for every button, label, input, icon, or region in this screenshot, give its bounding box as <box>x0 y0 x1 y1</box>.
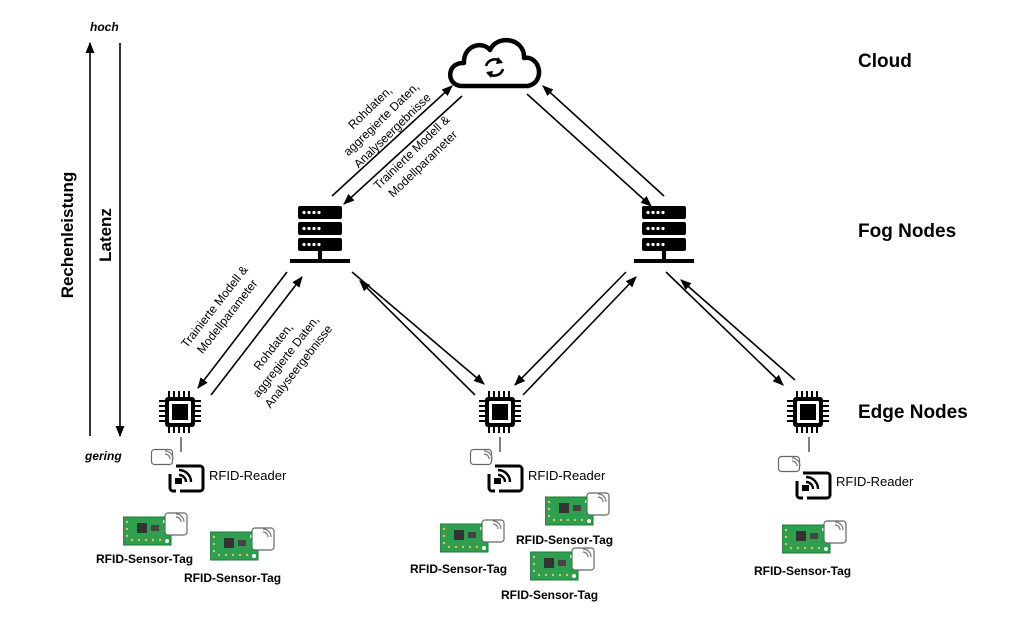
arrow-fog-left-to-edge-middle <box>351 271 485 385</box>
rfid-tag-icon <box>123 512 188 546</box>
rfid-tag-icon <box>530 547 595 581</box>
rfid-tag-icon <box>782 520 847 554</box>
tag-label: RFID-Sensor-Tag <box>516 533 613 547</box>
arrow-edge-middle-to-fog-left <box>359 280 476 396</box>
axis-computing-power-label: Rechenleistung <box>58 172 77 299</box>
arrow-cloud-to-fog-left <box>343 95 463 205</box>
level-cloud-label: Cloud <box>858 51 912 72</box>
cloud-sync-icon <box>448 37 542 89</box>
level-fog-label: Fog Nodes <box>858 221 956 242</box>
arrow-fog-left-to-cloud <box>331 85 453 197</box>
arrow-fog-right-to-cloud <box>542 85 665 197</box>
arrow-cloud-to-fog-right <box>526 93 652 207</box>
server-icon <box>634 206 694 263</box>
arrow-fog-right-to-edge-right <box>665 271 784 386</box>
reader-label: RFID-Reader <box>528 468 606 483</box>
arrow-edge-left-to-fog-left <box>210 276 303 396</box>
level-edge-label: Edge Nodes <box>858 402 968 423</box>
rfid-tag-icon <box>545 492 610 526</box>
rfid-tag-icon <box>210 527 275 561</box>
axis-bottom-label: gering <box>84 449 122 463</box>
tag-label: RFID-Sensor-Tag <box>184 571 281 585</box>
arrow-fog-right-to-edge-middle <box>514 271 627 386</box>
rfid-reader-icon <box>150 448 205 493</box>
cpu-chip-icon <box>787 391 829 433</box>
reader-label: RFID-Reader <box>836 474 914 489</box>
arrow-edge-right-to-fog-right <box>680 279 796 381</box>
cpu-chip-icon <box>159 391 201 433</box>
axis-latency-label: Latenz <box>96 208 115 262</box>
tag-label: RFID-Sensor-Tag <box>754 564 851 578</box>
cpu-chip-icon <box>479 391 521 433</box>
tag-label: RFID-Sensor-Tag <box>96 552 193 566</box>
label-down-cloud-fog: Trainierte Modell & Modellparameter <box>371 113 460 201</box>
server-icon <box>290 206 350 263</box>
axis-top-label: hoch <box>90 20 119 34</box>
reader-label: RFID-Reader <box>209 468 287 483</box>
arrow-edge-middle-to-fog-right <box>522 276 637 396</box>
rfid-reader-icon <box>777 455 832 500</box>
rfid-reader-icon <box>469 448 524 493</box>
tag-label: RFID-Sensor-Tag <box>410 562 507 576</box>
rfid-tag-icon <box>440 519 505 553</box>
label-down-fog-edge: Trainierte Modell & Modellparameter <box>178 263 260 356</box>
tag-label: RFID-Sensor-Tag <box>501 588 598 602</box>
arrow-fog-left-to-edge-left <box>197 271 288 389</box>
